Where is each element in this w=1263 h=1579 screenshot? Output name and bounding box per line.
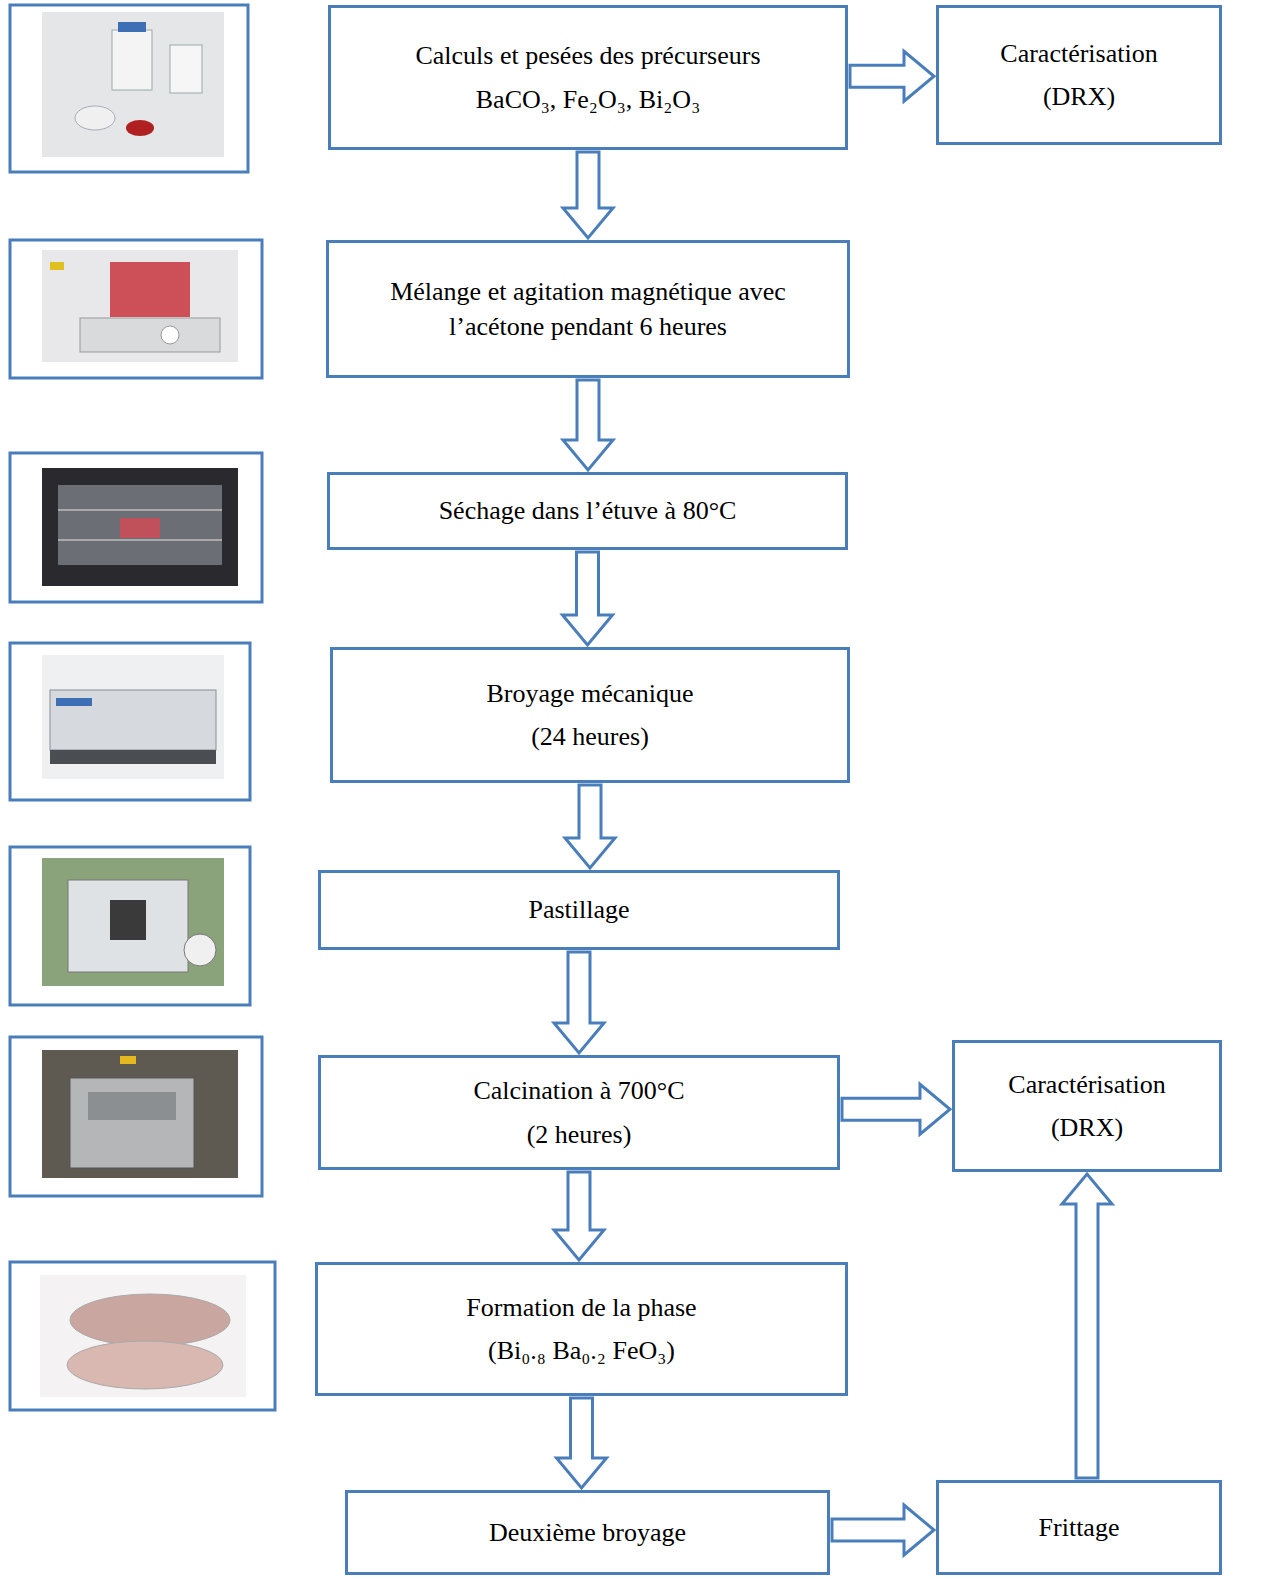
process-box: Calculs et pesées des précurseursBaCO₃, … [328,5,848,150]
step-text: Mélange et agitation magnétique avec l’a… [369,274,807,344]
step-text: Caractérisation [1000,36,1157,71]
step-text: Deuxième broyage [489,1515,686,1550]
step-text: Calcination à 700°C [473,1073,684,1108]
process-box: Formation de la phase (Bi₀.₈ Ba₀.₂ FeO₃) [315,1262,848,1396]
step-text: Séchage dans l’étuve à 80°C [439,493,737,528]
step-text: (DRX) [1051,1110,1123,1145]
process-box: Caractérisation (DRX) [952,1040,1222,1172]
step-text: BaCO₃, Fe₂O₃, Bi₂O₃ [476,82,700,117]
step-text: Pastillage [528,892,629,927]
photo-mill [10,643,250,800]
photo-precursors [10,5,248,172]
step-text: Frittage [1039,1510,1120,1545]
photo-powder [10,1262,275,1410]
step-text: Formation de la phase [466,1290,696,1325]
photo-oven [10,453,262,602]
block-arrow [565,785,615,868]
process-box: Mélange et agitation magnétique avec l’a… [326,240,850,378]
step-text: (2 heures) [527,1117,632,1152]
step-text: Caractérisation [1008,1067,1165,1102]
process-box: Frittage [936,1480,1222,1575]
block-arrow [563,552,613,645]
block-arrow [563,380,613,470]
block-arrow [557,1398,607,1488]
photo-press [10,847,250,1005]
process-box: Séchage dans l’étuve à 80°C [327,472,848,550]
process-box: Deuxième broyage [345,1490,830,1575]
process-box: Caractérisation (DRX) [936,5,1222,145]
block-arrow [554,952,604,1053]
block-arrow [1062,1174,1112,1478]
step-text: (Bi₀.₈ Ba₀.₂ FeO₃) [488,1333,675,1368]
block-arrow [850,51,934,101]
process-box: Broyage mécanique (24 heures) [330,647,850,783]
step-text: Calculs et pesées des précurseurs [415,38,760,73]
process-box: Calcination à 700°C (2 heures) [318,1055,840,1170]
block-arrow [842,1084,950,1134]
step-text: Broyage mécanique [486,676,693,711]
step-text: (24 heures) [531,719,649,754]
block-arrow [832,1505,934,1555]
process-box: Pastillage [318,870,840,950]
step-text: (DRX) [1043,79,1115,114]
block-arrow [554,1172,604,1260]
block-arrow [563,152,613,238]
photo-furnace [10,1037,262,1196]
photo-stirrer [10,240,262,378]
